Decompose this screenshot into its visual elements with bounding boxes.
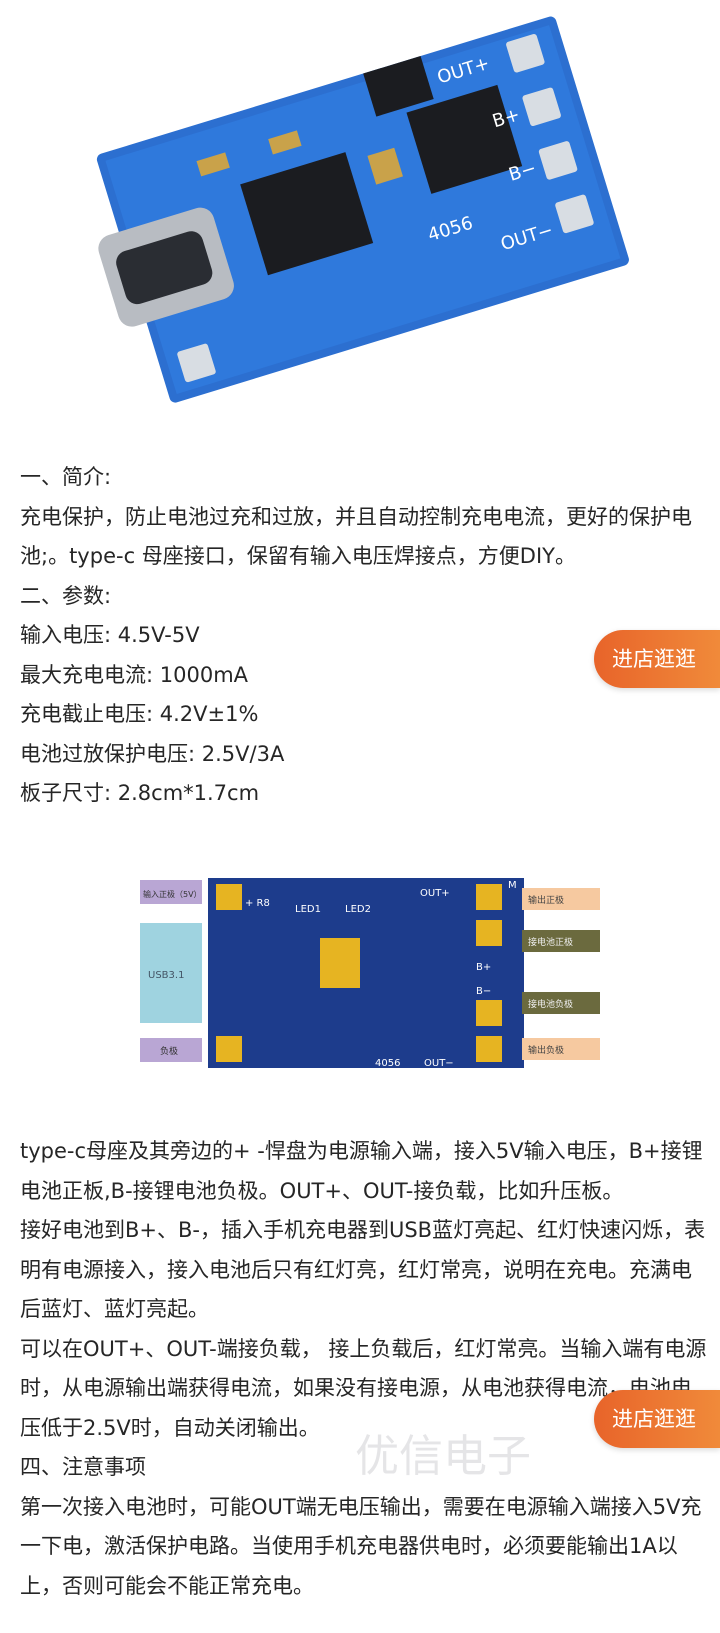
- svg-text:B−: B−: [476, 986, 491, 997]
- svg-text:OUT−: OUT−: [424, 1058, 454, 1069]
- intro-text: 充电保护，防止电池过充和过放，并且自动控制充电电流，更好的保护电池;。type-…: [20, 504, 692, 569]
- param-overdischarge: 电池过放保护电压: 2.5V/3A: [20, 741, 285, 766]
- svg-text:M: M: [508, 880, 517, 891]
- watermark: 优信电子: [355, 1431, 531, 1482]
- param-board-size: 板子尺寸: 2.8cm*1.7cm: [20, 781, 260, 805]
- param-cutoff-voltage: 充电截止电压: 4.2V±1%: [20, 702, 259, 726]
- label-input-positive-bg: [140, 880, 202, 904]
- notes-text: 第一次接入电池时，可能OUT端无电压输出，需要在电源输入端接入5V充一下电，激活…: [20, 1494, 702, 1598]
- label-battery-positive: 接电池正极: [528, 936, 573, 948]
- intro-heading: 一、简介:: [20, 465, 112, 489]
- svg-text:B+: B+: [476, 962, 491, 973]
- description-section: 一、简介: 充电保护，防止电池过充和过放，并且自动控制充电电流，更好的保护电池;…: [20, 458, 712, 814]
- label-input-positive: 输入正极（5V）: [143, 889, 202, 899]
- chip-u2: [363, 56, 434, 117]
- chip-u3: [406, 84, 523, 194]
- label-negative: 负极: [160, 1045, 178, 1057]
- usage-paragraph: 可以在OUT+、OUT-端接负载， 接上负载后，红灯常亮。当输入端有电源时，从电…: [20, 1336, 707, 1440]
- visit-shop-button[interactable]: 进店逛逛: [594, 1390, 720, 1448]
- chip-u1: [240, 152, 374, 276]
- label-output-negative: 输出负极: [528, 1044, 564, 1056]
- pcb-board: [208, 878, 524, 1068]
- visit-shop-button[interactable]: 进店逛逛: [594, 630, 720, 688]
- usage-paragraph: 接好电池到B+、B-，插入手机充电器到USB蓝灯亮起、红灯快速闪烁，表明有电源接…: [20, 1218, 706, 1321]
- usage-paragraph: type-c母座及其旁边的+ -悍盘为电源输入端，接入5V输入电压，B+接锂电池…: [20, 1139, 703, 1203]
- pcb-pinout-diagram: 输入正极（5V） USB3.1 负极 + R8 LED1 LED2 OUT+ B+ B−…: [140, 868, 600, 1078]
- label-output-positive: 输出正极: [528, 894, 564, 906]
- svg-text:+ R8: + R8: [245, 898, 270, 909]
- product-photo: OUT+ OUT− 4056 B+B−: [0, 0, 720, 420]
- svg-text:4056: 4056: [375, 1058, 400, 1069]
- param-input-voltage: 输入电压: 4.5V-5V: [20, 623, 200, 647]
- params-heading: 二、参数:: [20, 583, 112, 608]
- svg-text:OUT+: OUT+: [420, 888, 450, 899]
- label-usb31: USB3.1: [148, 970, 184, 981]
- svg-text:LED1: LED1: [295, 904, 321, 915]
- label-battery-negative: 接电池负极: [528, 998, 573, 1010]
- param-max-current: 最大充电电流: 1000mA: [20, 662, 249, 687]
- svg-text:LED2: LED2: [345, 904, 371, 915]
- notes-heading: 四、注意事项: [20, 1455, 146, 1479]
- usage-section: type-c母座及其旁边的+ -悍盘为电源输入端，接入5V输入电压，B+接锂电池…: [20, 1132, 712, 1606]
